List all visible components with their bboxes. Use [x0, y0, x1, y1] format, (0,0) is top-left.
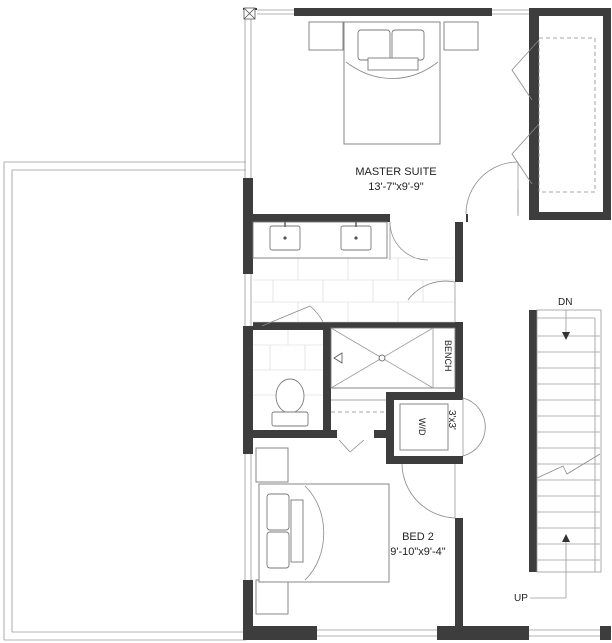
master-suite-name: MASTER SUITE: [355, 166, 436, 178]
wd-size-label: 3'x3': [446, 410, 457, 430]
toilet-room: [261, 305, 386, 453]
staircase: [530, 309, 602, 599]
roof-deck-outline: [3, 161, 246, 641]
washer-dryer-closet: [399, 397, 486, 457]
master-doors: [389, 161, 519, 261]
shower: [330, 327, 456, 389]
bench-label: BENCH: [443, 340, 453, 372]
washer-dryer-label: W/D: [417, 418, 427, 436]
hall-door: [407, 280, 456, 322]
master-bed: [308, 21, 479, 145]
bed2-furniture: [255, 447, 456, 615]
stair-up-label: UP: [514, 593, 528, 604]
bed2-dims: 9'-10"x9'-4": [390, 546, 446, 558]
stair-down-label: DN: [558, 297, 572, 308]
double-vanity: [252, 221, 388, 259]
master-suite-dims: 13'-7"x9'-9": [368, 181, 424, 193]
corner-column-symbol: [243, 7, 256, 20]
walls: [243, 8, 611, 640]
master-closet: [511, 37, 596, 216]
bed2-name: BED 2: [402, 531, 434, 543]
